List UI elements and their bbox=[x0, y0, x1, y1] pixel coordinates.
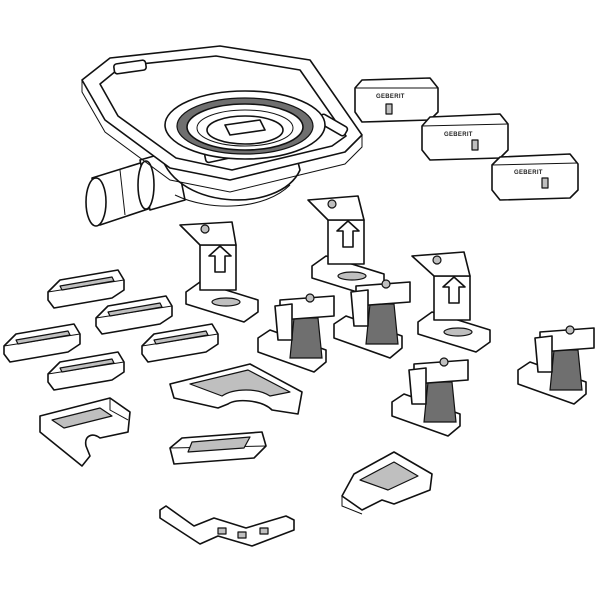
leveling-foot-4 bbox=[517, 325, 595, 405]
height-block-1: GEBERIT bbox=[354, 77, 439, 123]
leveling-foot-2 bbox=[333, 279, 411, 359]
leveling-foot-1 bbox=[257, 293, 335, 373]
height-block-2: GEBERIT bbox=[421, 113, 509, 161]
support-frame-segment bbox=[169, 363, 303, 415]
corner-bracket bbox=[341, 451, 433, 515]
brand-mark-2: GEBERIT bbox=[444, 132, 473, 138]
small-spacer-5 bbox=[47, 351, 125, 391]
small-spacer-4 bbox=[141, 323, 219, 363]
leveling-foot-3 bbox=[391, 357, 469, 437]
height-block-3: GEBERIT bbox=[491, 153, 579, 201]
drain-body bbox=[81, 45, 363, 227]
small-spacer-2 bbox=[95, 295, 173, 335]
brand-mark-3: GEBERIT bbox=[514, 170, 543, 176]
bottom-bracket bbox=[159, 505, 295, 547]
brand-mark-1: GEBERIT bbox=[376, 94, 405, 100]
small-spacer-1 bbox=[47, 269, 125, 309]
adjustable-foot-arrow-1 bbox=[179, 221, 259, 323]
flat-plate bbox=[169, 431, 267, 465]
adjustable-foot-arrow-3 bbox=[411, 251, 491, 353]
small-spacer-3 bbox=[3, 323, 81, 363]
mounting-bracket bbox=[39, 397, 131, 467]
adjustable-foot-arrow-2 bbox=[307, 195, 385, 297]
